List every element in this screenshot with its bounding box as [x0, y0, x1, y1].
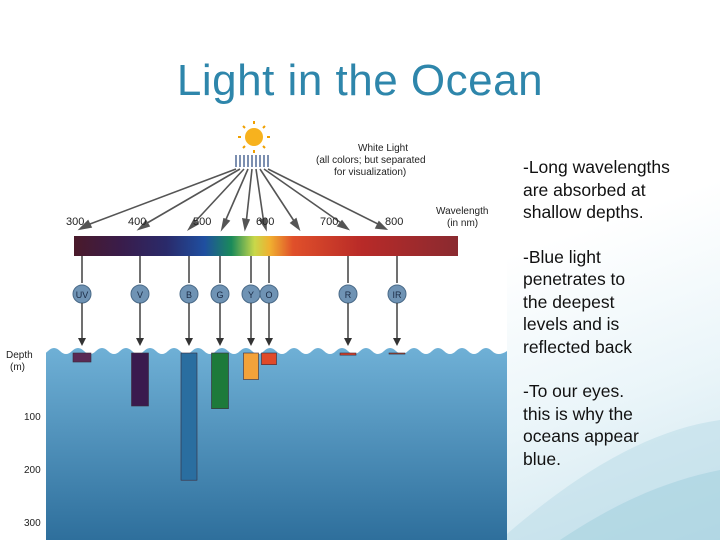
wavelength-axis-label: Wavelength (in nm) — [436, 206, 491, 229]
depth-bar-y — [243, 352, 259, 380]
arrow-head-icon — [344, 338, 352, 346]
arrow-head-icon — [247, 338, 255, 346]
arrow-head-icon — [393, 338, 401, 346]
marker-code-label: R — [345, 290, 352, 300]
tick-300: 300 — [66, 216, 84, 228]
marker-code-label: V — [137, 290, 143, 300]
tick-800: 800 — [385, 216, 403, 228]
note-long-wavelengths: -Long wavelengths are absorbed at shallo… — [523, 157, 670, 222]
note-blue-light: -Blue light penetrates to the deepest le… — [523, 246, 632, 357]
marker-g: G — [210, 256, 230, 409]
depth-bar-v — [131, 352, 149, 407]
color-markers: UV V B G Y O R IR — [72, 256, 407, 481]
depth-bar-o — [261, 352, 277, 365]
depth-bar-ir — [388, 352, 406, 355]
depth-axis-label: Depth (m) — [6, 350, 35, 373]
depth-tick-300: 300 — [24, 518, 41, 529]
marker-v: V — [130, 256, 150, 407]
tick-500: 500 — [193, 216, 211, 228]
depth-ticks: 100 200 300 — [24, 412, 41, 529]
depth-tick-100: 100 — [24, 412, 41, 423]
depth-label-panel — [0, 335, 46, 540]
sun-icon — [235, 121, 270, 167]
arrow-head-icon — [185, 338, 193, 346]
marker-b: B — [179, 256, 199, 481]
white-light-label: White Light (all colors; but separated f… — [316, 143, 428, 178]
ocean-light-diagram: White Light (all colors; but separated f… — [0, 113, 507, 540]
marker-ir: IR — [387, 256, 407, 355]
arrow-head-icon — [78, 338, 86, 346]
depth-bar-uv — [72, 352, 92, 363]
tick-400: 400 — [128, 216, 146, 228]
ocean-water — [0, 348, 507, 540]
marker-code-label: UV — [76, 290, 89, 300]
diagram-canvas: White Light (all colors; but separated f… — [0, 121, 507, 540]
spectrum-bar — [74, 236, 458, 256]
light-rays — [77, 168, 389, 232]
marker-code-label: Y — [248, 290, 254, 300]
slide-title: Light in the Ocean — [176, 56, 544, 105]
tick-600: 600 — [256, 216, 274, 228]
arrow-head-icon — [216, 338, 224, 346]
arrow-head-icon — [136, 338, 144, 346]
marker-uv: UV — [72, 256, 92, 363]
wavelength-ticks: 300 400 500 600 700 800 — [66, 216, 403, 228]
marker-code-label: IR — [393, 290, 403, 300]
marker-o: O — [259, 256, 279, 365]
depth-bar-b — [180, 352, 198, 481]
explanation-notes: -Long wavelengths are absorbed at shallo… — [523, 156, 713, 492]
marker-code-label: B — [186, 290, 192, 300]
marker-code-label: O — [265, 290, 272, 300]
depth-tick-200: 200 — [24, 465, 41, 476]
arrow-head-icon — [265, 338, 273, 346]
marker-y: Y — [241, 256, 261, 380]
depth-bar-r — [339, 352, 357, 356]
marker-r: R — [338, 256, 358, 356]
note-our-eyes: -To our eyes. this is why the oceans app… — [523, 381, 639, 469]
depth-bar-g — [211, 352, 229, 409]
marker-code-label: G — [216, 290, 223, 300]
tick-700: 700 — [320, 216, 338, 228]
